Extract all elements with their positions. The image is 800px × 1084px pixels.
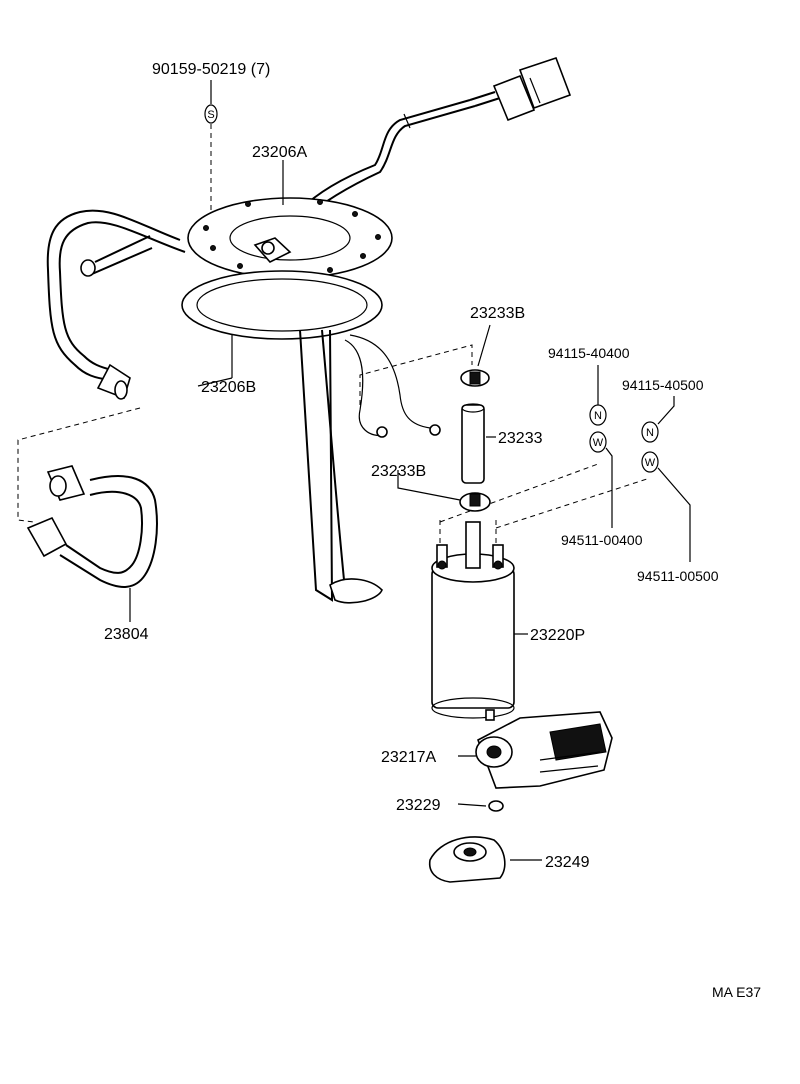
nut-symbol-1: N (589, 365, 607, 426)
diagram-code: MA E37 (712, 984, 761, 1000)
svg-text:W: W (593, 437, 604, 449)
label-23249: 23249 (545, 854, 590, 871)
label-23217A: 23217A (381, 749, 436, 766)
bracket-gasket (181, 270, 383, 387)
label-94511-00400: 94511-00400 (561, 532, 643, 548)
fuel-pump (431, 521, 528, 721)
label-90159-50219: 90159-50219 (7) (152, 61, 270, 78)
svg-text:S: S (207, 109, 214, 121)
leader-lines (17, 344, 651, 548)
label-94511-00500: 94511-00500 (637, 568, 719, 584)
label-23220P: 23220P (530, 627, 585, 644)
svg-text:N: N (646, 427, 654, 439)
label-23206A: 23206A (252, 144, 307, 161)
fuel-pump-cushion (457, 800, 504, 812)
label-94115-40500: 94115-40500 (622, 377, 704, 393)
hose-clamp-bottom (397, 470, 491, 512)
label-23233B-top: 23233B (470, 305, 525, 322)
washer-symbol-2: W (641, 451, 691, 562)
label-94115-40400: 94115-40400 (548, 345, 630, 361)
fuel-pump-filter (458, 711, 613, 789)
label-23206B: 23206B (201, 379, 256, 396)
screw-symbol: S (204, 80, 218, 222)
harness-connector (492, 56, 572, 122)
fuel-pump-clamp (428, 836, 542, 883)
pump-support-arm (299, 329, 383, 604)
fuel-pump-hose (461, 403, 496, 484)
label-23233: 23233 (498, 430, 543, 447)
pump-lead-wires (344, 334, 441, 438)
nut-symbol-2: N (641, 396, 675, 443)
svg-text:N: N (594, 410, 602, 422)
label-23804: 23804 (104, 626, 149, 643)
fuel-outlet-pipe (46, 209, 186, 400)
label-23229: 23229 (396, 797, 441, 814)
hose-clamp-top (460, 324, 491, 387)
fuel-pump-bracket (187, 160, 393, 279)
washer-symbol-1: W (589, 431, 613, 528)
svg-text:W: W (645, 457, 656, 469)
fuel-hose-assembly (26, 465, 158, 622)
